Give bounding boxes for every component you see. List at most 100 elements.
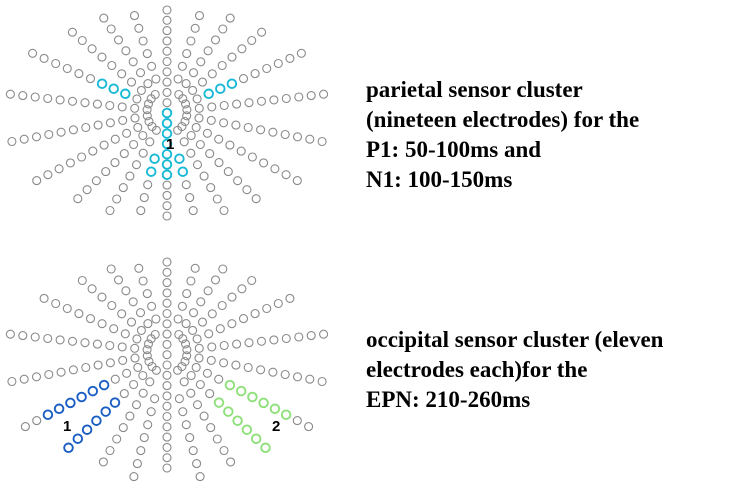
electrode xyxy=(225,140,235,150)
electrode xyxy=(142,351,152,361)
electrode xyxy=(227,52,237,62)
occipital-left-cluster-electrode xyxy=(63,442,74,454)
electrode xyxy=(237,284,247,294)
electrode xyxy=(182,105,192,115)
electrode xyxy=(182,49,192,59)
electrode xyxy=(174,394,184,404)
electrode xyxy=(223,167,233,177)
electrode xyxy=(54,164,64,174)
electrode xyxy=(130,103,140,113)
electrode xyxy=(28,48,38,58)
electrode xyxy=(97,292,107,302)
electrode xyxy=(65,158,75,168)
electrode xyxy=(147,361,157,372)
electrode xyxy=(88,146,98,156)
electrode xyxy=(262,303,272,314)
electrode xyxy=(128,57,138,67)
electrode xyxy=(250,69,260,79)
electrode xyxy=(174,89,184,100)
electrode xyxy=(194,353,204,363)
electrode xyxy=(191,122,201,132)
electrode xyxy=(97,52,107,62)
electrode xyxy=(177,61,187,71)
electrode xyxy=(215,324,225,334)
caption-line: EPN: 210-260ms xyxy=(366,387,531,412)
electrode xyxy=(138,130,148,141)
electrode xyxy=(202,128,212,138)
electrode xyxy=(55,95,65,105)
electrode xyxy=(109,324,119,334)
electrode xyxy=(129,11,140,21)
electrode xyxy=(162,401,172,411)
electrode xyxy=(296,48,306,58)
electrode xyxy=(294,92,304,102)
parietal-cluster-electrode xyxy=(226,78,238,89)
electrode xyxy=(191,362,201,372)
electrode xyxy=(122,128,132,138)
occipital-right-cluster-electrode xyxy=(269,403,281,415)
electrode xyxy=(162,288,172,298)
electrode xyxy=(118,115,128,125)
electrode xyxy=(186,148,196,158)
caption-line: N1: 100-150ms xyxy=(366,167,513,192)
parietal-cluster-caption: parietal sensor cluster (nineteen electr… xyxy=(366,75,639,195)
electrode xyxy=(74,309,84,319)
electrode xyxy=(294,332,304,342)
electrode xyxy=(232,99,242,109)
electrode xyxy=(188,308,199,318)
electrode xyxy=(51,58,61,69)
electrode xyxy=(188,325,198,335)
electrode xyxy=(247,275,257,286)
electrode xyxy=(146,407,156,417)
electrode xyxy=(126,317,137,327)
electrode xyxy=(188,446,198,456)
electrode xyxy=(256,96,267,106)
electrode xyxy=(206,423,216,433)
electrode xyxy=(196,57,206,67)
electrode xyxy=(19,134,29,144)
electrode xyxy=(256,336,267,346)
electrode xyxy=(97,319,107,329)
electrode xyxy=(113,275,124,285)
electrode xyxy=(180,339,191,349)
electrode xyxy=(30,332,40,342)
electrode xyxy=(106,24,116,34)
occipital-right-cluster-electrode xyxy=(213,397,225,408)
electrode xyxy=(126,77,137,87)
electrode xyxy=(192,160,203,170)
electrode xyxy=(206,355,216,365)
electrode xyxy=(197,317,208,327)
electrode xyxy=(120,329,130,339)
electrode xyxy=(181,180,191,190)
electrode xyxy=(231,360,241,370)
electrode xyxy=(188,206,198,216)
electrode xyxy=(122,368,132,378)
parietal-montage xyxy=(5,5,329,221)
electrode xyxy=(130,343,140,353)
parietal-cluster-electrode xyxy=(161,138,173,150)
electrode xyxy=(132,334,142,344)
electrode xyxy=(74,69,84,79)
electrode xyxy=(101,167,111,177)
electrode xyxy=(162,360,172,370)
electrode xyxy=(210,35,221,45)
occipital-left-cluster-label: 1 xyxy=(63,418,71,435)
electrode xyxy=(43,333,53,344)
electrode xyxy=(162,411,172,422)
electrode xyxy=(138,148,148,158)
electrode xyxy=(31,132,42,142)
electrode xyxy=(85,314,96,324)
electrode xyxy=(285,293,295,303)
electrode xyxy=(214,158,224,168)
electrode xyxy=(177,361,187,372)
caption-line: P1: 50-100ms and xyxy=(366,137,542,162)
electrode xyxy=(305,374,315,384)
parietal-cluster-electrode xyxy=(161,169,173,181)
electrode xyxy=(219,358,229,368)
electrode xyxy=(231,120,241,130)
electrode xyxy=(99,140,109,150)
electrode xyxy=(131,400,142,410)
electrode xyxy=(67,336,78,346)
electrode xyxy=(18,331,28,341)
electrode xyxy=(142,49,152,59)
